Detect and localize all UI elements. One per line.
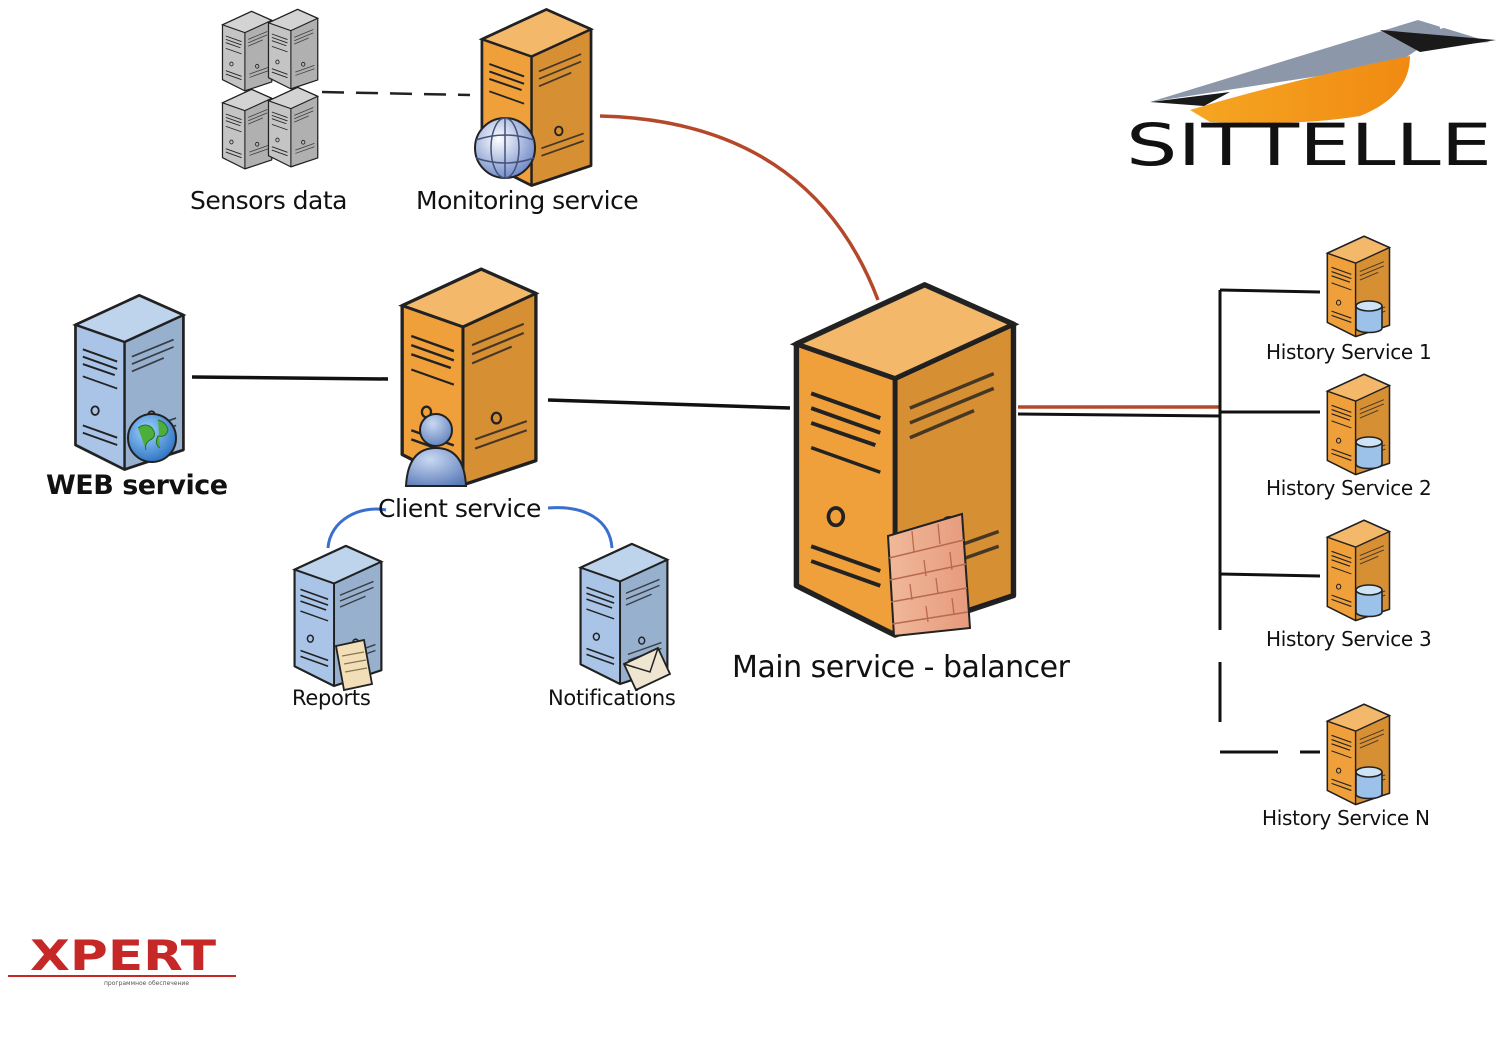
sensors-data-label: Sensors data bbox=[190, 186, 347, 215]
sittelle-logo: SITTELLE bbox=[1126, 20, 1496, 179]
link-client-notifications bbox=[547, 506, 614, 549]
database-icon bbox=[1355, 584, 1383, 618]
xpert-wordmark: XPERT bbox=[30, 931, 216, 980]
connections bbox=[191, 90, 1321, 754]
sittelle-wordmark: SITTELLE bbox=[1126, 111, 1492, 179]
user-icon bbox=[404, 413, 468, 487]
sensors-data-node bbox=[221, 8, 319, 170]
history-service-2-label: History Service 2 bbox=[1266, 476, 1432, 500]
link-monitoring-main bbox=[599, 114, 880, 301]
envelope-icon bbox=[622, 646, 672, 692]
main-service-label: Main service - balancer bbox=[732, 650, 1070, 685]
main-service-node bbox=[796, 285, 1013, 636]
history-service-n-node bbox=[1326, 703, 1391, 806]
firewall-icon bbox=[886, 512, 972, 638]
web-service-node bbox=[73, 293, 185, 472]
database-icon bbox=[1355, 766, 1383, 800]
client-service-label: Client service bbox=[378, 494, 541, 523]
link-web-client bbox=[191, 375, 389, 381]
database-icon bbox=[1355, 436, 1383, 470]
reports-node bbox=[293, 544, 383, 692]
server-cluster-icon bbox=[221, 8, 319, 170]
link-history-1 bbox=[1219, 288, 1321, 294]
monitoring-service-node bbox=[474, 7, 593, 188]
xpert-tagline: программное обеспечение bbox=[104, 980, 189, 987]
notifications-node bbox=[579, 542, 672, 692]
database-icon bbox=[1355, 300, 1383, 334]
link-client-main bbox=[547, 398, 791, 410]
history-service-1-label: History Service 1 bbox=[1266, 340, 1432, 364]
link-client-reports bbox=[326, 507, 387, 549]
globe-icon bbox=[474, 117, 536, 179]
client-service-node bbox=[400, 267, 538, 487]
link-history-3 bbox=[1219, 572, 1321, 578]
history-service-1-node bbox=[1326, 235, 1391, 338]
link-main-history bbox=[1017, 412, 1221, 418]
bird-icon bbox=[1150, 20, 1496, 124]
reports-label: Reports bbox=[292, 686, 371, 710]
earth-icon bbox=[127, 413, 177, 463]
monitoring-service-label: Monitoring service bbox=[416, 186, 639, 215]
web-service-label: WEB service bbox=[46, 470, 228, 501]
history-service-n-label: History Service N bbox=[1262, 806, 1430, 830]
document-icon bbox=[334, 638, 374, 692]
link-sensors-monitoring bbox=[321, 90, 471, 97]
notifications-label: Notifications bbox=[548, 686, 676, 710]
history-service-3-label: History Service 3 bbox=[1266, 627, 1432, 651]
history-service-2-node bbox=[1326, 373, 1391, 476]
xpert-logo: XPERT программное обеспечение bbox=[8, 931, 236, 987]
history-service-3-node bbox=[1326, 519, 1391, 622]
